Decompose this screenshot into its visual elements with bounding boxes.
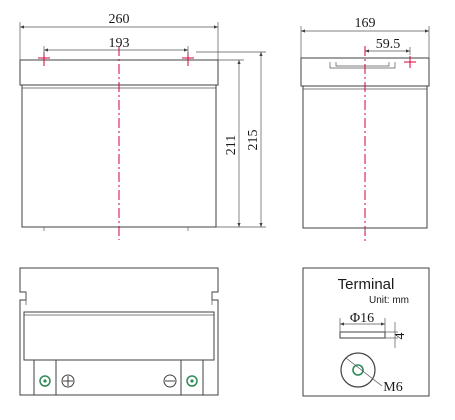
terminal-detail-box: Terminal Unit: mm Φ16 4 M6: [302, 267, 430, 397]
dim-side-width-label: 169: [355, 16, 376, 31]
side-view: 169 59.5: [300, 16, 430, 242]
terminal-box-frame: [302, 267, 430, 397]
terminal-profile: [339, 331, 386, 339]
top-outline: [19, 267, 219, 396]
terminal-thick-label: 4: [393, 333, 408, 340]
negative-terminal-bolt: [186, 375, 198, 387]
terminal-bolt-hole: [352, 364, 364, 376]
top-right-terminal: [180, 359, 204, 395]
negative-terminal-hole: [190, 379, 194, 383]
plus-icon: [61, 374, 75, 388]
terminal-dia-label: Φ16: [350, 311, 374, 326]
positive-terminal-hole: [43, 379, 47, 383]
dim-width-label: 260: [109, 12, 130, 27]
positive-terminal-bolt: [39, 375, 51, 387]
top-right-terminal-plate: [180, 359, 204, 395]
top-label-recess: [23, 311, 215, 361]
front-view: 260 193 211 215: [19, 12, 266, 240]
top-view: [19, 267, 219, 396]
dim-total-height-label: 215: [246, 130, 261, 151]
side-handle-inner: [335, 62, 390, 67]
dim-offset-label: 59.5: [376, 37, 401, 52]
dim-spacing-label: 193: [109, 36, 130, 51]
top-left-terminal-plate: [33, 359, 57, 395]
top-handle-notch: [25, 292, 213, 305]
terminal-bolt-label: M6: [383, 380, 402, 395]
side-handle-recess: [329, 62, 396, 69]
terminal-box-title: Terminal: [338, 276, 395, 293]
dim-case-height-label: 211: [224, 135, 239, 155]
top-left-terminal: [33, 359, 57, 395]
terminal-outer-ring: [340, 352, 376, 388]
minus-icon: [163, 374, 177, 388]
terminal-bolt-leader: [345, 357, 383, 387]
terminal-box-unit: Unit: mm: [369, 295, 409, 306]
